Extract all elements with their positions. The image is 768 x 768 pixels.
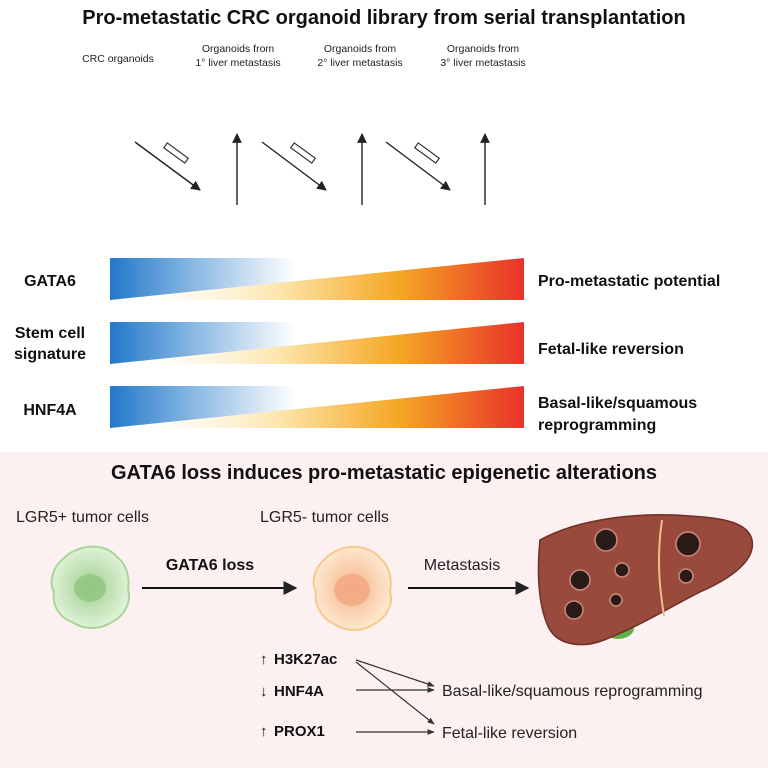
outcome-basal-squamous: Basal-like/squamous reprogramming — [442, 683, 703, 700]
left-label-gata6: GATA6 — [24, 273, 76, 290]
injection-arrows — [134, 141, 451, 191]
stage-label-3a: Organoids from — [324, 43, 397, 55]
right-label-basal-2: reprogramming — [538, 417, 656, 434]
gata6-loss-label: GATA6 loss — [166, 557, 254, 574]
stage-label-2a: Organoids from — [202, 43, 275, 55]
gradient-right-labels: Pro-metastatic potential Fetal-like reve… — [538, 273, 720, 434]
gradient-bar-gata6 — [110, 258, 524, 300]
metastasis-label: Metastasis — [424, 557, 500, 574]
marker-connector-arrows — [355, 659, 435, 735]
lgr5-negative-cell-icon — [312, 545, 392, 631]
right-label-pro-metastatic: Pro-metastatic potential — [538, 273, 720, 290]
gradient-bars — [110, 258, 524, 428]
left-label-hnf4a: HNF4A — [23, 402, 77, 419]
liver-icon — [537, 514, 754, 646]
right-label-basal-1: Basal-like/squamous — [538, 395, 697, 412]
marker-list: ↑ H3K27ac ↓ HNF4A ↑ PROX1 — [260, 651, 337, 740]
lgr5-positive-label: LGR5+ tumor cells — [16, 509, 149, 526]
left-label-stem-1: Stem cell — [15, 325, 85, 342]
stage-label-4b: 3° liver metastasis — [440, 57, 525, 69]
gradient-bar-stem-cell — [110, 322, 524, 364]
gradient-left-labels: GATA6 Stem cell signature HNF4A — [14, 273, 86, 419]
left-label-stem-2: signature — [14, 346, 86, 363]
marker-label-h3k27ac: H3K27ac — [274, 651, 337, 668]
stage-label-1: CRC organoids — [82, 53, 154, 65]
outcome-fetal-like: Fetal-like reversion — [442, 725, 577, 742]
top-panel-title: Pro-metastatic CRC organoid library from… — [82, 7, 685, 29]
bottom-panel-title: GATA6 loss induces pro-metastatic epigen… — [111, 462, 657, 484]
lgr5-positive-cell-icon — [50, 545, 130, 629]
extraction-arrows — [232, 133, 490, 205]
lgr5-negative-label: LGR5- tumor cells — [260, 509, 389, 526]
marker-arrow-hnf4a: ↓ — [260, 683, 268, 700]
stage-label-2b: 1° liver metastasis — [195, 57, 280, 69]
gradient-bar-hnf4a — [110, 386, 524, 428]
stage-label-4a: Organoids from — [447, 43, 520, 55]
marker-arrow-prox1: ↑ — [260, 723, 268, 740]
syringe-icons — [162, 142, 441, 164]
marker-label-prox1: PROX1 — [274, 723, 325, 740]
marker-arrow-h3k27ac: ↑ — [260, 651, 268, 668]
stage-labels: CRC organoids Organoids from 1° liver me… — [82, 43, 526, 69]
metastasis-nodules — [564, 528, 701, 620]
right-label-fetal: Fetal-like reversion — [538, 341, 684, 358]
marker-label-hnf4a: HNF4A — [274, 683, 324, 700]
stage-label-3b: 2° liver metastasis — [317, 57, 402, 69]
